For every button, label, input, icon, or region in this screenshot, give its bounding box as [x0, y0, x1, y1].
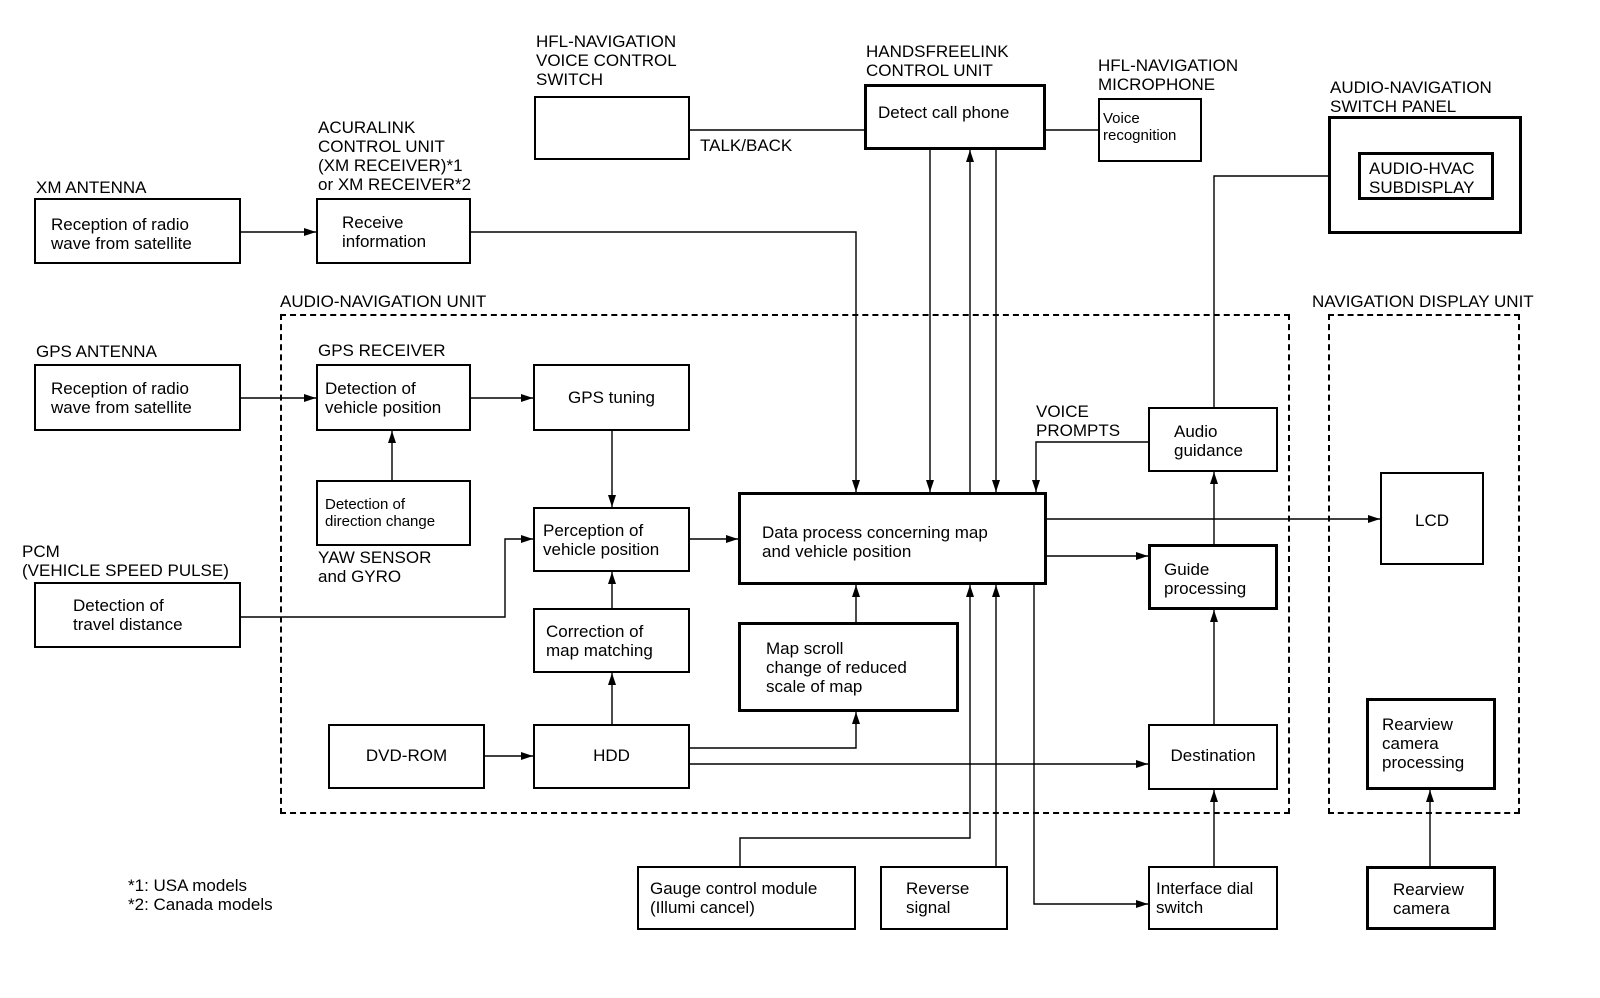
- detection-travel-distance-text: Detection of travel distance: [73, 596, 183, 634]
- guide-processing-box: Guide processing: [1148, 544, 1278, 610]
- footnote-canada: *2: Canada models: [128, 895, 273, 914]
- arrow-pcm-to-perception: [240, 535, 533, 618]
- receive-information-text: Receive information: [342, 213, 427, 251]
- xm-antenna-label: XM ANTENNA: [36, 178, 147, 197]
- hfl-switch-label: HFL-NAVIGATION VOICE CONTROL SWITCH: [536, 32, 677, 89]
- arrow-receive-to-data: [470, 231, 860, 492]
- talk-back-label: TALK/BACK: [700, 136, 793, 155]
- reverse-signal-text: Reverse signal: [906, 879, 970, 917]
- rearview-camera-processing-text: Rearview camera processing: [1382, 715, 1465, 772]
- detection-direction-change-text: Detection of direction change: [325, 496, 436, 530]
- switch-panel-label: AUDIO-NAVIGATION SWITCH PANEL: [1330, 78, 1492, 116]
- voice-prompts-label: VOICE PROMPTS: [1036, 402, 1121, 440]
- arrow-data-to-interface-dial: [1033, 585, 1148, 908]
- audio-navigation-unit-frame: [280, 314, 1290, 814]
- gauge-control-module-box: Gauge control module (Illumi cancel): [637, 866, 856, 930]
- footnote-usa: *1: USA models: [128, 876, 248, 895]
- audio-guidance-text: Audio guidance: [1174, 422, 1244, 460]
- gps-tuning-text: GPS tuning: [568, 388, 655, 407]
- arrow-audio-guidance-to-subdisplay: [1213, 172, 1358, 407]
- lcd-box: LCD: [1380, 472, 1484, 565]
- hdd-box: HDD: [533, 724, 690, 789]
- interface-dial-switch-text: Interface dial switch: [1156, 879, 1254, 917]
- rearview-camera-box: Rearview camera: [1366, 866, 1496, 930]
- dvd-rom-box: DVD-ROM: [328, 724, 485, 789]
- data-process-box: Data process concerning map and vehicle …: [738, 492, 1047, 585]
- detect-call-phone-text: Detect call phone: [878, 103, 1010, 122]
- detection-vehicle-position-text: Detection of vehicle position: [325, 379, 442, 417]
- xm-reception-box: Reception of radio wave from satellite: [34, 198, 241, 264]
- audio-guidance-box: Audio guidance: [1148, 407, 1278, 472]
- guide-processing-text: Guide processing: [1164, 560, 1247, 598]
- interface-dial-switch-box: Interface dial switch: [1148, 866, 1278, 930]
- detect-call-phone-box: Detect call phone: [864, 84, 1046, 150]
- gps-tuning-box: GPS tuning: [533, 364, 690, 431]
- audio-hvac-subdisplay-text: AUDIO-HVAC SUBDISPLAY: [1369, 159, 1475, 197]
- arrow-voice-prompts: [1032, 438, 1160, 492]
- detection-travel-distance-box: Detection of travel distance: [34, 582, 241, 648]
- gps-receiver-label: GPS RECEIVER: [318, 341, 446, 360]
- rearview-camera-processing-box: Rearview camera processing: [1366, 698, 1496, 790]
- xm-reception-text: Reception of radio wave from satellite: [51, 215, 192, 253]
- map-scroll-text: Map scroll change of reduced scale of ma…: [766, 639, 907, 696]
- gps-reception-box: Reception of radio wave from satellite: [34, 364, 241, 431]
- perception-vehicle-position-box: Perception of vehicle position: [533, 507, 690, 572]
- correction-map-matching-text: Correction of map matching: [546, 622, 653, 660]
- correction-map-matching-box: Correction of map matching: [533, 608, 690, 673]
- acuralink-label: ACURALINK CONTROL UNIT (XM RECEIVER)*1 o…: [318, 118, 472, 194]
- destination-text: Destination: [1170, 746, 1256, 765]
- hfl-mic-label: HFL-NAVIGATION MICROPHONE: [1098, 56, 1239, 94]
- map-scroll-box: Map scroll change of reduced scale of ma…: [738, 622, 959, 712]
- detection-direction-change-box: Detection of direction change: [316, 480, 471, 546]
- hfl-voice-control-switch-box: [534, 96, 690, 160]
- gps-antenna-label: GPS ANTENNA: [36, 342, 157, 361]
- reverse-signal-box: Reverse signal: [880, 866, 1008, 930]
- perception-vehicle-position-text: Perception of vehicle position: [543, 521, 660, 559]
- detection-vehicle-position-box: Detection of vehicle position: [316, 364, 471, 431]
- dvd-rom-text: DVD-ROM: [365, 746, 448, 765]
- data-process-text: Data process concerning map and vehicle …: [762, 523, 988, 561]
- voice-recognition-text: Voice recognition: [1103, 110, 1177, 144]
- gps-reception-text: Reception of radio wave from satellite: [51, 379, 192, 417]
- handsfreelink-label: HANDSFREELINK CONTROL UNIT: [866, 42, 1009, 80]
- navigation-display-unit-label: NAVIGATION DISPLAY UNIT: [1312, 292, 1534, 311]
- yaw-sensor-label: YAW SENSOR and GYRO: [318, 548, 432, 586]
- lcd-text: LCD: [1414, 511, 1449, 530]
- voice-recognition-box: Voice recognition: [1098, 98, 1202, 162]
- audio-hvac-subdisplay-box: AUDIO-HVAC SUBDISPLAY: [1358, 152, 1494, 200]
- audio-navigation-unit-label: AUDIO-NAVIGATION UNIT: [280, 292, 487, 311]
- receive-information-box: Receive information: [316, 198, 471, 264]
- arrow-gauge-to-data: [739, 585, 974, 866]
- hdd-text: HDD: [593, 746, 630, 765]
- arrow-hdd-to-map-scroll: [689, 712, 860, 749]
- pcm-label: PCM (VEHICLE SPEED PULSE): [22, 542, 229, 580]
- destination-box: Destination: [1148, 724, 1278, 790]
- rearview-camera-text: Rearview camera: [1393, 880, 1464, 918]
- gauge-control-module-text: Gauge control module (Illumi cancel): [650, 879, 818, 917]
- navigation-display-unit-frame: [1328, 314, 1520, 814]
